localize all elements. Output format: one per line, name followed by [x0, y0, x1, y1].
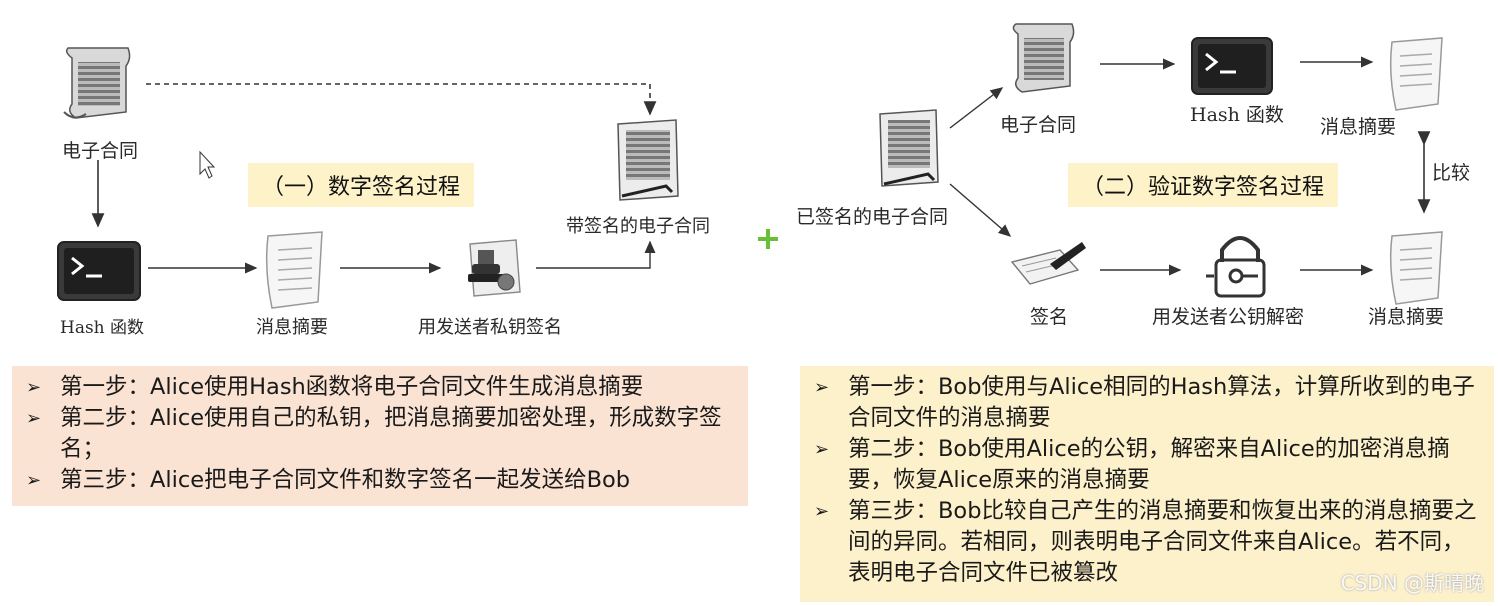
right-digest-bottom-label: 消息摘要: [1368, 306, 1445, 328]
right-decrypt-label: 用发送者公钥解密: [1152, 306, 1305, 328]
right-contract-label: 电子合同: [1000, 114, 1077, 136]
left-hash-label: Hash 函数: [60, 318, 145, 338]
bullet-arrow-icon: ➢: [26, 470, 42, 491]
left-process-title: （一）数字签名过程: [248, 163, 475, 207]
right-steps-panel: ➢ 第一步：Bob使用与Alice相同的Hash算法，计算所收到的电子合同文件的…: [800, 366, 1494, 602]
signature-pen-icon: [1010, 242, 1086, 285]
digest-bottom-doc-icon: [1389, 231, 1443, 305]
left-signed-label: 带签名的电子合同: [566, 216, 710, 237]
left-sign-label: 用发送者私钥签名: [418, 317, 562, 338]
signed-contract-icon: [617, 119, 679, 201]
right-signature-label: 签名: [1030, 306, 1069, 328]
bullet-arrow-icon: ➢: [814, 501, 830, 522]
left-steps-panel: ➢ 第一步：Alice使用Hash函数将电子合同文件生成消息摘要 ➢ 第二步：A…: [12, 366, 748, 506]
signed-contract-icon-right: [879, 109, 939, 187]
watermark: CSDN @斯晴晚: [1340, 571, 1484, 595]
compare-label: 比较: [1432, 162, 1471, 184]
contract-scroll-icon-right: [1012, 23, 1075, 93]
bullet-arrow-icon: ➢: [814, 377, 830, 398]
right-hash-label: Hash 函数: [1190, 104, 1284, 126]
digest-doc-icon: [265, 231, 323, 309]
right-step-1: ➢ 第一步：Bob使用与Alice相同的Hash算法，计算所收到的电子合同文件的…: [814, 372, 1482, 434]
left-contract-label: 电子合同: [62, 140, 139, 162]
right-digest-top-label: 消息摘要: [1320, 116, 1397, 138]
right-signed-label: 已签名的电子合同: [796, 206, 949, 228]
arrow-signed-to-contract: [949, 87, 1004, 129]
plus-icon: [758, 229, 778, 249]
right-step-3: ➢ 第三步：Bob比较自己产生的消息摘要和恢复出来的消息摘要之间的异同。若相同，…: [814, 496, 1482, 589]
contract-scroll-icon: [63, 47, 131, 119]
bullet-arrow-icon: ➢: [26, 377, 42, 398]
left-digest-label: 消息摘要: [256, 317, 328, 338]
bullet-arrow-icon: ➢: [814, 439, 830, 460]
stamp-sign-icon: [468, 239, 521, 297]
arrow-signed-to-signature: [949, 183, 1012, 237]
arrow-sign-to-signed: [536, 240, 656, 269]
hash-terminal-icon: [57, 241, 141, 301]
left-step-2: ➢ 第二步：Alice使用自己的私钥，把消息摘要加密处理，形成数字签名；: [26, 403, 736, 465]
diagram-canvas: [57, 23, 1443, 309]
right-process-title: （二）验证数字签名过程: [1068, 163, 1339, 207]
digest-top-doc-icon: [1389, 37, 1443, 111]
left-step-1: ➢ 第一步：Alice使用Hash函数将电子合同文件生成消息摘要: [26, 372, 736, 403]
right-step-2: ➢ 第二步：Bob使用Alice的公钥，解密来自Alice的加密消息摘要，恢复A…: [814, 434, 1482, 496]
dashed-arrow: [146, 83, 657, 116]
bullet-arrow-icon: ➢: [26, 408, 42, 429]
hash-terminal-icon-right: [1191, 37, 1273, 95]
left-step-3: ➢ 第三步：Alice把电子合同文件和数字签名一起发送给Bob: [26, 465, 736, 496]
mouse-cursor-icon: [199, 150, 216, 179]
lock-key-icon: [1206, 236, 1266, 298]
